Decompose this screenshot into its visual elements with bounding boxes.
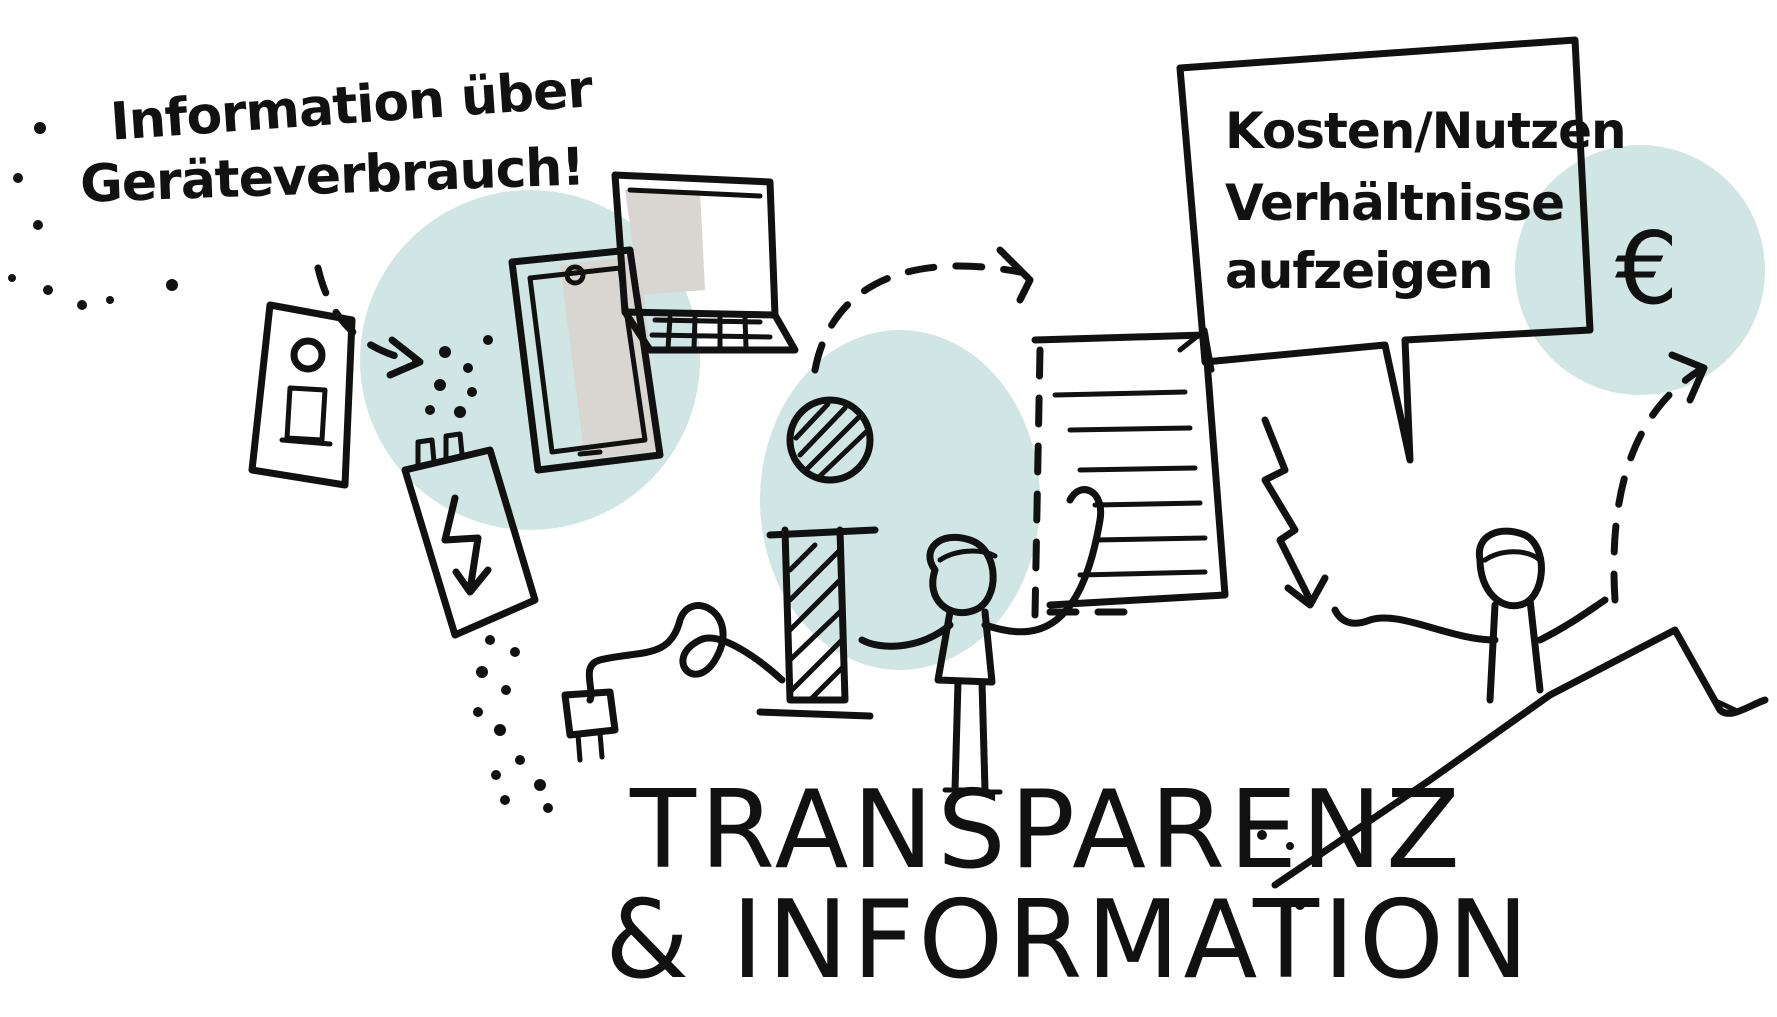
person-icon [1331,527,1609,704]
tablet-icon [508,246,664,474]
cost-benefit-line2: Verhältnisse [1225,174,1565,232]
title-line2: & INFORMATION [605,878,1533,1003]
lightning-icon [1261,416,1329,609]
info-pillar-icon [756,396,879,720]
cost-benefit-line1: Kosten/Nutzen [1225,102,1627,160]
title-line1: TRANSPARENZ [630,768,1465,893]
laptop-icon [611,171,799,354]
document-icon [1031,327,1229,619]
person-icon [858,486,1105,795]
euro-symbol: € [1615,210,1679,327]
plug-icon [561,602,786,763]
cost-benefit-line3: aufzeigen [1225,242,1494,300]
accent-circle-info [760,330,1040,670]
cost-benefit-note: Kosten/Nutzen Verhältnisse aufzeigen [1225,100,1627,302]
device-info-note: Information über Geräteverbrauch! [79,59,594,215]
speech-bubble-icon [1176,36,1594,464]
page-title: TRANSPARENZ [630,775,1464,887]
mountain-slope [1271,626,1769,889]
page-subtitle: & INFORMATION [605,885,1533,997]
battery-icon [401,431,539,639]
info-sign-icon [248,301,356,489]
scatter-dots [8,122,553,813]
